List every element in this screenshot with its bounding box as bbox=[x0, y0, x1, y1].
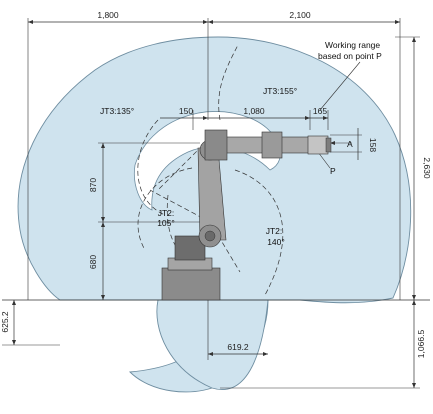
dim-2630: 2,630 bbox=[422, 157, 432, 179]
jt2-left-arc bbox=[137, 167, 193, 251]
point-p-label: P bbox=[330, 166, 336, 176]
dim-top-right: 2,100 bbox=[289, 10, 311, 20]
dim-150: 150 bbox=[179, 106, 193, 116]
dim-165: 165 bbox=[313, 106, 327, 116]
jt2-left-label-1: JT2: bbox=[158, 208, 175, 218]
dim-1080: 1,080 bbox=[243, 106, 265, 116]
jt3-right-label: JT3:155° bbox=[263, 86, 297, 96]
dim-625: 625.2 bbox=[0, 311, 10, 333]
working-range-label-1: Working range bbox=[325, 40, 380, 50]
jt3-left-label: JT3:135° bbox=[100, 106, 134, 116]
jt2-left-label-2: 105° bbox=[157, 218, 175, 228]
jt3-left-arc bbox=[137, 119, 166, 216]
inner-unreachable-zone bbox=[133, 111, 281, 211]
jt2-right-label-2: 140° bbox=[267, 237, 285, 247]
dim-619: 619.2 bbox=[227, 342, 249, 352]
working-range-lower-lobe bbox=[156, 299, 269, 390]
jt3-right-arc bbox=[218, 44, 239, 121]
dim-158: 158 bbox=[368, 138, 378, 152]
working-range-label-2: based on point P bbox=[318, 51, 382, 61]
dim-680: 680 bbox=[88, 255, 98, 269]
jt2-right-arc bbox=[234, 169, 284, 296]
robot-arm bbox=[161, 129, 332, 301]
dim-1066: 1,066.5 bbox=[416, 330, 426, 359]
point-a-label: A bbox=[347, 139, 353, 149]
dim-870: 870 bbox=[88, 178, 98, 192]
robot-wrist bbox=[307, 135, 329, 155]
jt2-right-label-1: JT2: bbox=[266, 226, 283, 236]
robot-base bbox=[161, 267, 221, 301]
dim-top-left: 1,800 bbox=[97, 10, 119, 20]
